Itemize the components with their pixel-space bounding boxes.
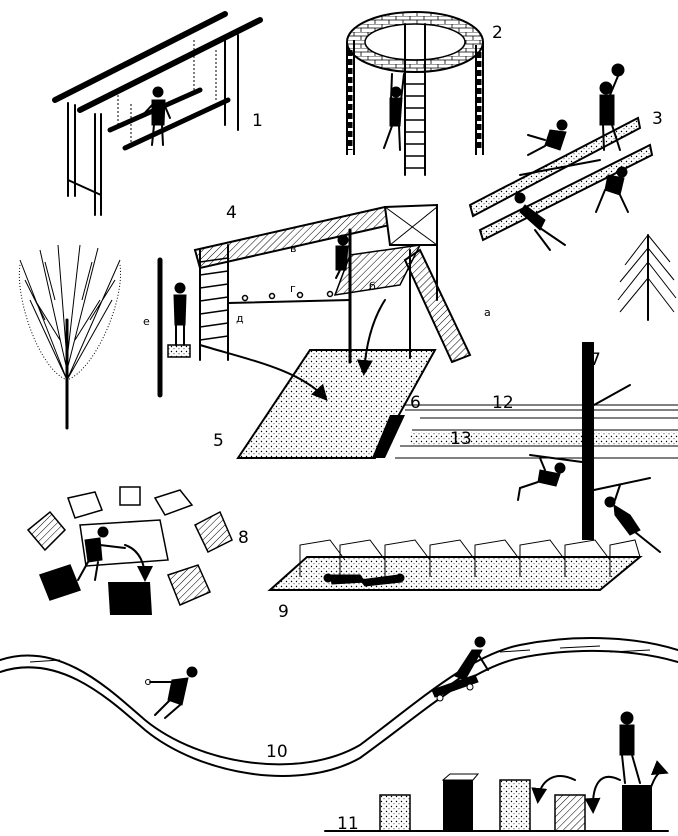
- apparatus-8-block-ring: [26, 486, 233, 615]
- track-6-12-13: [372, 404, 678, 459]
- letter-e: е: [143, 315, 150, 328]
- label-13: 13: [450, 429, 472, 449]
- apparatus-3-log-beams: [468, 63, 654, 251]
- fir-tree-icon: [617, 234, 677, 321]
- letter-a: а: [484, 306, 491, 319]
- label-2: 2: [492, 23, 503, 43]
- letter-b: б: [369, 280, 376, 293]
- label-11: 11: [337, 814, 359, 834]
- label-3: 3: [652, 109, 663, 129]
- label-8: 8: [238, 528, 249, 548]
- letter-d: д: [236, 312, 244, 325]
- label-9: 9: [278, 602, 289, 622]
- label-10: 10: [266, 742, 288, 762]
- letter-g: г: [290, 282, 296, 295]
- track-10-hills: [0, 636, 678, 777]
- label-6: 6: [410, 393, 421, 413]
- label-4: 4: [226, 203, 237, 223]
- apparatus-9-crawl-tunnel: [267, 539, 643, 591]
- letter-v: в: [290, 242, 296, 255]
- label-7: 7: [590, 350, 601, 370]
- label-1: 1: [252, 111, 263, 131]
- label-12: 12: [492, 393, 514, 413]
- deciduous-tree-icon: [18, 244, 122, 430]
- apparatus-4-climbing-frame: [157, 203, 472, 398]
- label-5: 5: [213, 431, 224, 451]
- apparatus-1-hanging-bars: [52, 11, 263, 216]
- apparatus-2-round-tower: [346, 11, 484, 176]
- apparatus-11-step-blocks: [324, 711, 669, 832]
- apparatus-7-pole-bars: [517, 342, 661, 553]
